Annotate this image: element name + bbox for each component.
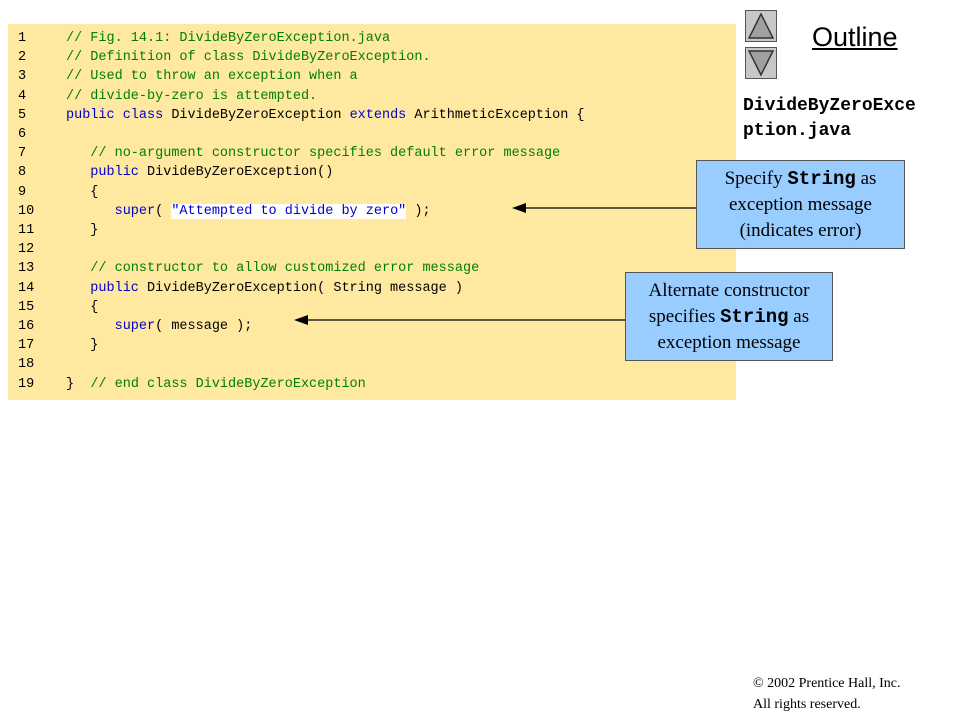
line-number: 11	[18, 223, 35, 238]
code-token: (	[155, 203, 172, 219]
code-token: }	[66, 338, 99, 354]
line-number: 7	[18, 146, 27, 162]
code-listing: 1 // Fig. 14.1: DivideByZeroException.jav…	[8, 24, 736, 400]
code-text: // constructor to allow customized error…	[66, 259, 479, 278]
callout-line: exception message	[729, 193, 872, 215]
callout-text: specifies	[648, 305, 721, 327]
code-comment: // Fig. 14.1: DivideByZeroException.java	[66, 31, 391, 46]
code-token: ( message );	[155, 319, 253, 334]
line-number: 8	[18, 165, 27, 181]
previous-slide-button[interactable]	[745, 10, 777, 42]
code-text: // Fig. 14.1: DivideByZeroException.java	[66, 29, 390, 48]
copyright-symbol: ©	[753, 676, 764, 691]
file-name: DivideByZeroExce ption.java	[743, 94, 916, 144]
copyright-notice: © 2002 Prentice Hall, Inc. All rights re…	[753, 673, 901, 715]
code-text: public class DivideByZeroException exten…	[66, 106, 585, 125]
line-number: 13	[18, 261, 35, 277]
line-number: 3	[18, 69, 27, 85]
code-text: } // end class DivideByZeroException	[66, 375, 366, 394]
line-number: 17	[18, 338, 35, 354]
callout-line: (indicates error)	[739, 219, 862, 241]
line-number: 16	[18, 319, 35, 334]
callout-default-message: Specify String as exception message (ind…	[696, 160, 905, 249]
line-number: 15	[18, 299, 35, 315]
code-text: }	[66, 221, 98, 240]
line-number: 14	[18, 280, 35, 296]
file-name-line-2: ption.java	[743, 121, 852, 141]
copyright-line-2: All rights reserved.	[753, 697, 861, 712]
code-token: );	[406, 203, 431, 219]
code-text: // Definition of class DivideByZeroExcep…	[66, 48, 431, 67]
code-comment: // constructor to allow customized error…	[66, 261, 480, 277]
arrowhead-2	[294, 315, 308, 325]
callout-line: specifies String as	[626, 304, 832, 330]
code-text: // Used to throw an exception when a	[66, 67, 358, 86]
callout-text: as	[788, 305, 810, 327]
code-token: DivideByZeroException()	[147, 165, 334, 181]
code-comment: // Used to throw an exception when a	[66, 69, 358, 85]
triangle-down-icon	[747, 50, 775, 77]
code-keyword: extends	[349, 107, 415, 123]
code-comment: // end class DivideByZeroException	[90, 376, 366, 392]
triangle-up-icon	[747, 12, 775, 39]
arrowhead-1	[512, 203, 526, 213]
callout-text: as	[855, 167, 877, 189]
callout-code: String	[720, 305, 789, 328]
code-text: {	[66, 298, 98, 317]
code-text: // no-argument constructor specifies def…	[66, 144, 560, 163]
file-name-line-1: DivideByZeroExce	[743, 96, 916, 116]
code-text: public DivideByZeroException()	[66, 163, 333, 182]
code-text: public DivideByZeroException( String mes…	[66, 279, 463, 298]
code-comment: // Definition of class DivideByZeroExcep…	[66, 50, 431, 66]
code-text: // divide-by-zero is attempted.	[66, 87, 317, 106]
code-comment: // divide-by-zero is attempted.	[66, 88, 318, 104]
code-token: ArithmeticException {	[414, 107, 585, 123]
code-keyword: public class	[66, 107, 172, 123]
code-text: }	[66, 336, 98, 355]
line-number: 9	[18, 184, 27, 200]
code-keyword: super	[66, 203, 156, 219]
code-keyword: public	[66, 280, 148, 296]
copyright-line-1: © 2002 Prentice Hall, Inc.	[753, 673, 901, 694]
next-slide-button[interactable]	[745, 47, 777, 79]
code-comment: // no-argument constructor specifies def…	[66, 146, 561, 162]
code-token: DivideByZeroException	[171, 107, 350, 123]
callout-text: Specify	[724, 167, 788, 189]
code-keyword: public	[66, 165, 148, 181]
line-number: 1	[18, 31, 27, 46]
callout-line: exception message	[657, 331, 801, 353]
line-number: 6	[18, 127, 27, 142]
line-number: 5	[18, 107, 27, 123]
code-token: }	[66, 376, 91, 392]
code-token: {	[66, 184, 99, 200]
outline-title[interactable]: Outline	[812, 22, 898, 52]
callout-line: Specify String as	[697, 166, 904, 192]
line-number: 18	[18, 357, 35, 373]
line-number: 2	[18, 50, 27, 66]
code-text: super( message );	[66, 317, 253, 336]
code-token: DivideByZeroException( String message )	[147, 280, 463, 296]
code-token: {	[66, 299, 99, 315]
copyright-text: 2002 Prentice Hall, Inc.	[763, 676, 901, 691]
code-text: super( "Attempted to divide by zero" );	[66, 202, 431, 221]
line-number: 19	[18, 376, 35, 392]
callout-alternate-constructor: Alternate constructor specifies String a…	[625, 272, 833, 361]
code-text: {	[66, 183, 98, 202]
callout-line: Alternate constructor	[648, 279, 810, 301]
code-keyword: super	[66, 319, 156, 334]
line-number: 12	[18, 242, 35, 258]
code-token: }	[66, 223, 99, 238]
code-string: "Attempted to divide by zero"	[171, 203, 407, 219]
callout-code: String	[787, 167, 856, 190]
line-number: 10	[18, 203, 35, 219]
line-number: 4	[18, 88, 27, 104]
